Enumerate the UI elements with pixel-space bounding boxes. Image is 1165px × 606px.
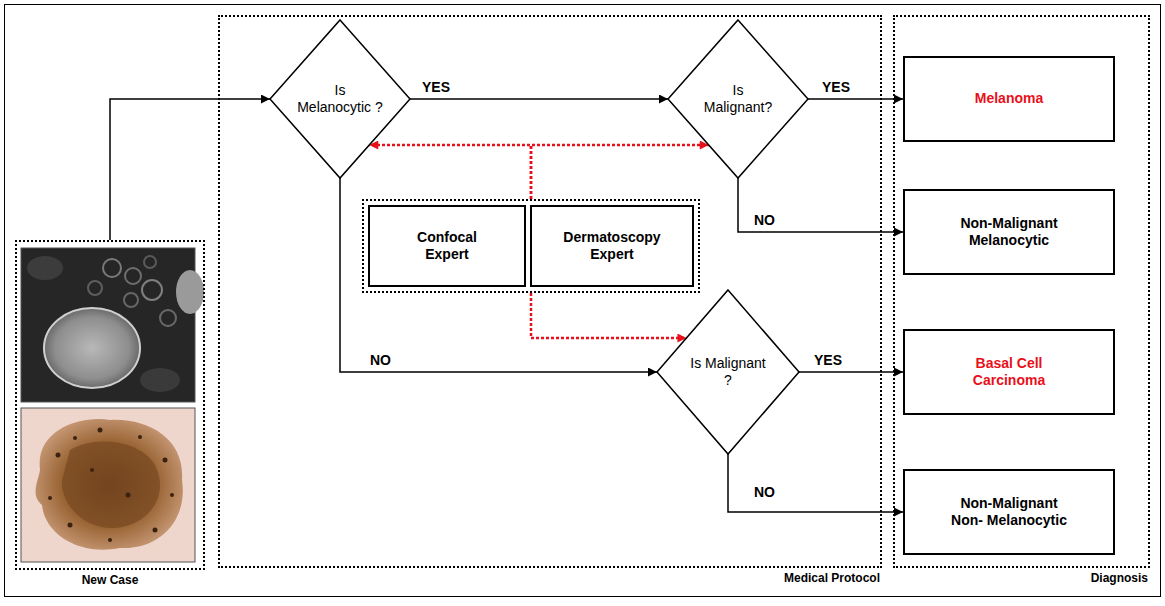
flow-arrow (799, 371, 903, 373)
diagnosis-box: Melanoma (903, 56, 1115, 142)
box-text: Melanoma (975, 90, 1043, 108)
flow-arrow (808, 98, 903, 100)
expert-box: Dermatoscopy Expert (530, 205, 694, 287)
edge-label: YES (420, 79, 452, 96)
decision-text: Is Malignant? (699, 82, 777, 117)
protocol-group: Medical ProtocolIs Melanocytic ?Is Malig… (218, 15, 882, 568)
box-text: Non-Malignant Non- Melanocytic (944, 495, 1074, 530)
box-text: Basal Cell Carcinoma (959, 355, 1059, 390)
decision-diamond: Is Melanocytic ? (270, 20, 410, 178)
box-text: Non-Malignant Melanocytic (944, 215, 1074, 250)
consult-arrow (531, 293, 686, 338)
decision-diamond: Is Malignant? (668, 20, 808, 178)
box-text: Dermatoscopy Expert (557, 229, 667, 264)
group-heading: Medical Protocol (784, 571, 880, 586)
frame-border (5, 5, 1161, 597)
edge-label: NO (368, 352, 393, 369)
expert-box: Confocal Expert (368, 205, 526, 287)
box-text: Confocal Expert (407, 229, 487, 264)
flow-arrow (110, 99, 270, 240)
diagnosis-box: Non-Malignant Non- Melanocytic (903, 469, 1115, 555)
diagnosis-box: Non-Malignant Melanocytic (903, 189, 1115, 275)
flow-arrow (738, 178, 903, 232)
edge-label: YES (812, 352, 844, 369)
expert-group: Confocal Expert Dermatoscopy Expert (362, 199, 700, 293)
flow-arrow (728, 454, 903, 512)
diagnosis-box: Basal Cell Carcinoma (903, 329, 1115, 415)
case-group: New Case (15, 240, 205, 570)
consult-arrow (369, 145, 531, 199)
flow-arrow (410, 98, 668, 100)
edge-label: YES (820, 79, 852, 96)
decision-text: Is Melanocytic ? (297, 82, 384, 117)
edge-label: NO (752, 212, 777, 229)
dermatoscopy-image (21, 408, 195, 562)
edge-label: NO (752, 484, 777, 501)
decision-diamond: Is Malignant ? (657, 290, 799, 454)
group-heading: Diagnosis (1091, 571, 1148, 586)
group-heading: New Case (82, 573, 139, 588)
diagnosis-group: DiagnosisMelanomaNon-Malignant Melanocyt… (893, 15, 1150, 568)
consult-arrow (531, 145, 709, 199)
decision-text: Is Malignant ? (689, 355, 767, 390)
confocal-image (21, 248, 204, 402)
